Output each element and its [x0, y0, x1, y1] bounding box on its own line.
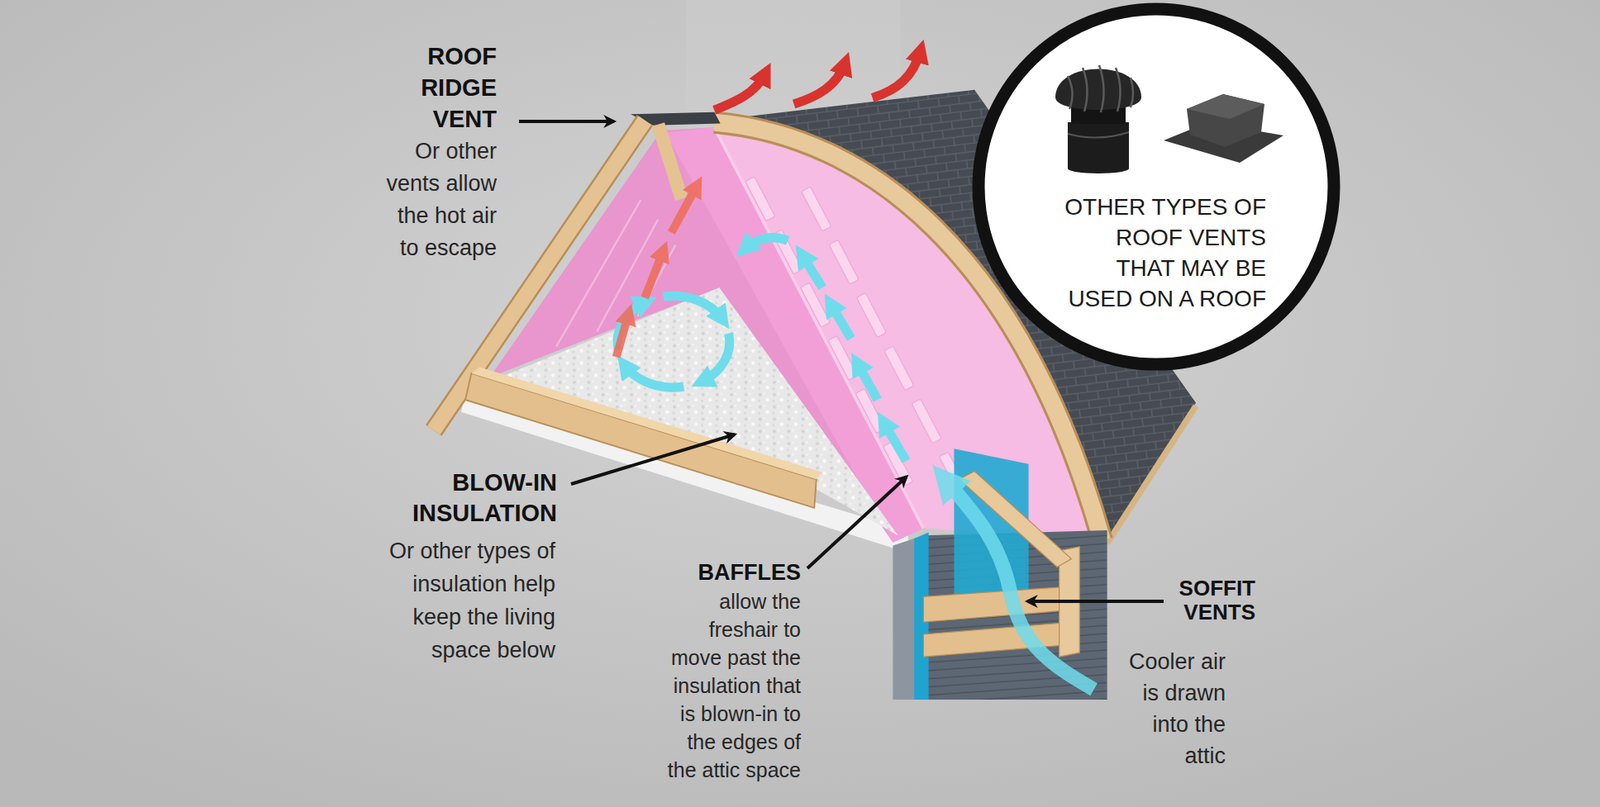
turbine-body: [1067, 122, 1129, 169]
exhaust-airflow: [714, 51, 920, 111]
turbine-dome: [1055, 69, 1142, 111]
fascia: [1107, 405, 1196, 544]
airflow-arrow: [794, 63, 846, 105]
airflow-arrow: [744, 238, 788, 250]
airflow-arrow: [714, 73, 766, 110]
airflow-arrow: [883, 422, 906, 462]
baffle: [856, 293, 886, 339]
callout-heading: SOFFIT VENTS: [1147, 576, 1256, 625]
callout-text: Or other types of insulation help keep t…: [369, 534, 556, 667]
callout-heading: BAFFLES: [652, 558, 801, 587]
rafter-stub: [657, 124, 681, 200]
baffle: [801, 186, 832, 232]
circle-outline: [971, 2, 1341, 372]
rafter-edge: [433, 120, 646, 431]
callout-text: allow the freshair to move past the insu…: [656, 587, 801, 785]
box-vent-hood: [1186, 94, 1265, 148]
turbine-vent-icon: [1055, 65, 1142, 174]
circle-ring: [978, 9, 1334, 365]
circulation-airflow: [617, 295, 730, 388]
inset-disc: [978, 9, 1334, 365]
airflow-arrow: [857, 363, 878, 400]
airflow-arrow: [663, 295, 724, 320]
baffle: [828, 335, 858, 381]
turbine-base: [1067, 163, 1129, 174]
turbine-fins: [1067, 65, 1134, 113]
airflow-arrow: [644, 251, 663, 299]
intake-airflow: [944, 479, 1094, 690]
soffit-joist: [923, 586, 1074, 623]
hot-airflow: [616, 185, 698, 358]
turbine-band: [1067, 132, 1129, 139]
baffle: [800, 282, 830, 328]
airflow-arrow: [830, 304, 852, 339]
callout-heading: ROOF RIDGE VENT: [380, 40, 497, 135]
inset-caption: OTHER TYPES OF ROOF VENTS THAT MAY BE US…: [1055, 191, 1267, 315]
airflow-arrow: [671, 185, 697, 234]
rafter: [433, 120, 646, 431]
airflow-arrow: [616, 314, 629, 358]
airflow-arrow: [701, 333, 729, 382]
leader-arrow: [519, 119, 615, 124]
box-vent-icon: [1163, 94, 1284, 163]
airflow-arrow: [624, 365, 685, 388]
leader-arrow: [1027, 600, 1164, 604]
airflow-arrow: [872, 51, 921, 99]
leader-arrow: [807, 476, 907, 569]
house-cutaway: [433, 51, 1196, 700]
callout-heading: BLOW-IN INSULATION: [408, 467, 558, 529]
baffle: [884, 346, 915, 391]
baffle-airflow: [744, 238, 906, 462]
callout-text: Or other vents allow the hot air to esca…: [376, 135, 497, 265]
vent-inset-circle: OTHER TYPES OF ROOF VENTS THAT MAY BE US…: [971, 2, 1341, 372]
airflow-arrow: [801, 255, 823, 289]
leader-lines: [519, 121, 1164, 602]
callout-text: Cooler air is drawn into the attic: [1109, 646, 1226, 772]
baffle: [911, 399, 942, 444]
leader-arrow: [571, 434, 735, 485]
baffle: [828, 239, 859, 285]
box-vent-top: [1186, 94, 1265, 120]
baffle: [745, 176, 776, 222]
